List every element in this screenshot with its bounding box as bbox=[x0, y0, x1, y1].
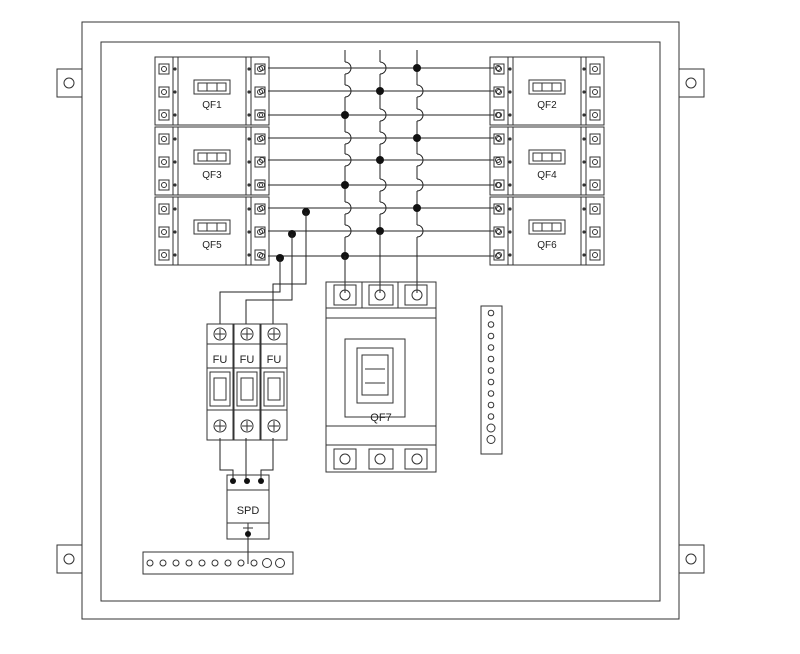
fuse-feed-wires bbox=[219, 212, 307, 324]
breaker-qf4-label: QF4 bbox=[537, 170, 557, 181]
fuse-label: FU bbox=[267, 354, 282, 366]
breaker-qf5: QF5 bbox=[154, 196, 270, 266]
ground-bar-hole bbox=[185, 559, 193, 567]
neutral-bar-hole bbox=[487, 355, 495, 363]
breaker-qf6-label: QF6 bbox=[537, 240, 557, 251]
junction-dots bbox=[276, 64, 421, 262]
ground-bar-hole bbox=[198, 559, 206, 567]
fuse-label: FU bbox=[213, 354, 228, 366]
neutral-bar-hole bbox=[487, 367, 495, 374]
mounting-ear-top-left bbox=[56, 68, 83, 98]
neutral-bar-hole bbox=[487, 332, 495, 340]
ground-bar-hole bbox=[159, 559, 167, 567]
spd-module: SPD bbox=[226, 474, 270, 564]
ground-bar-hole bbox=[237, 559, 245, 567]
neutral-bar-hole bbox=[487, 413, 495, 420]
main-breaker-label: QF7 bbox=[370, 412, 391, 424]
fuse-fu2: FU bbox=[233, 323, 261, 441]
spd-label: SPD bbox=[237, 505, 260, 517]
fuse-fu3: FU bbox=[260, 323, 288, 441]
ground-bar-hole bbox=[172, 559, 180, 567]
breaker-qf2-label: QF2 bbox=[537, 100, 557, 111]
mounting-plate bbox=[100, 41, 661, 602]
neutral-bar-hole bbox=[487, 378, 495, 386]
ground-bar-hole bbox=[224, 559, 232, 567]
ground-bar-hole bbox=[275, 558, 285, 568]
breaker-qf1: QF1 bbox=[154, 56, 270, 126]
ground-bar-hole bbox=[262, 558, 272, 568]
neutral-bar-hole bbox=[487, 309, 495, 317]
neutral-bar-hole bbox=[487, 321, 495, 328]
breaker-qf5-label: QF5 bbox=[202, 240, 222, 251]
mounting-ear-bottom-left bbox=[56, 544, 83, 574]
ground-bar-hole bbox=[146, 559, 154, 567]
breaker-qf2: QF2 bbox=[489, 56, 605, 126]
mounting-ear-bottom-right bbox=[678, 544, 705, 574]
fuse-group: FU FU FU bbox=[206, 323, 288, 441]
main-breaker-feed bbox=[344, 233, 418, 293]
breaker-qf4: QF4 bbox=[489, 126, 605, 196]
breaker-qf3: QF3 bbox=[154, 126, 270, 196]
neutral-bar-hole bbox=[486, 435, 496, 444]
breaker-qf1-label: QF1 bbox=[202, 100, 222, 111]
fuse-fu1: FU bbox=[206, 323, 234, 441]
breaker-qf6: QF6 bbox=[489, 196, 605, 266]
ground-terminal-bar bbox=[142, 551, 294, 575]
main-breaker-qf7: QF7 bbox=[325, 281, 437, 473]
neutral-bar-hole bbox=[486, 423, 496, 433]
neutral-bar-hole bbox=[487, 344, 495, 351]
ground-bar-hole bbox=[250, 559, 258, 567]
neutral-bar-hole bbox=[487, 390, 495, 397]
vertical-busbars bbox=[344, 50, 424, 262]
ground-bar-hole bbox=[211, 559, 219, 567]
enclosure-outer bbox=[81, 21, 680, 620]
fuse-label: FU bbox=[240, 354, 255, 366]
neutral-terminal-bar bbox=[480, 305, 503, 455]
neutral-bar-hole bbox=[487, 401, 495, 409]
mounting-ear-top-right bbox=[678, 68, 705, 98]
breaker-qf3-label: QF3 bbox=[202, 170, 222, 181]
